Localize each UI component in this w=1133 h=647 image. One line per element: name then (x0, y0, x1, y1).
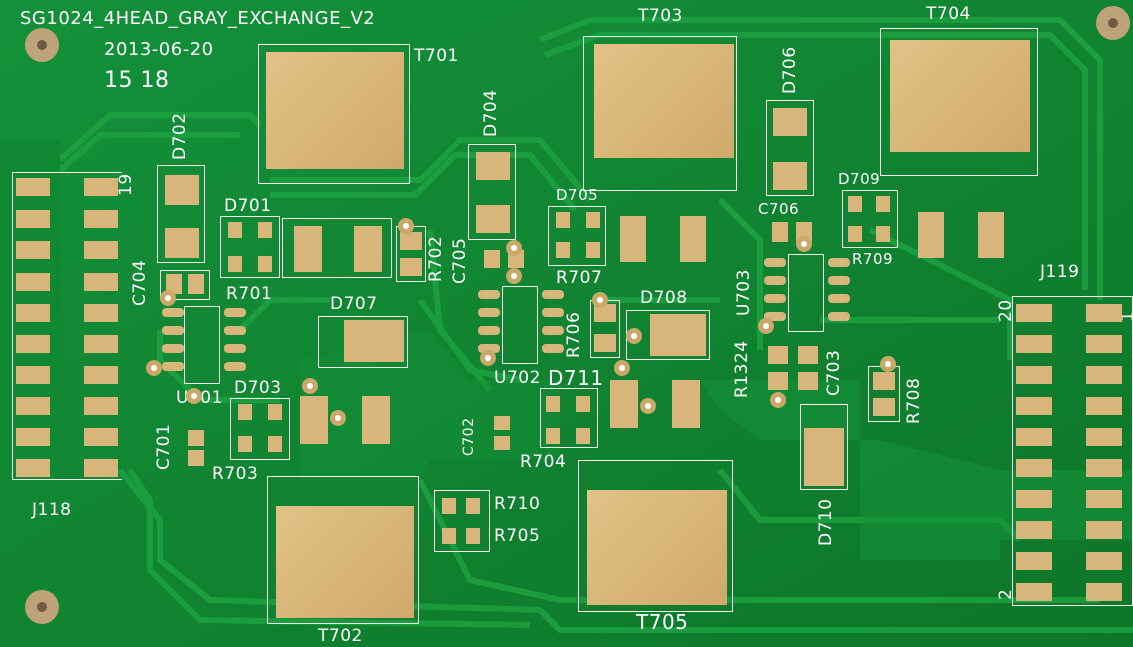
j118-pads (16, 178, 126, 478)
c704-label: C704 (130, 259, 150, 306)
t704-outline (880, 28, 1038, 176)
d709-outline (842, 190, 898, 248)
t701-outline (258, 44, 410, 184)
d702-label: D702 (170, 112, 190, 160)
r707-label: R707 (556, 268, 603, 288)
c703-label: C703 (824, 349, 844, 396)
r701-label: R701 (226, 284, 273, 304)
d703-outline (230, 398, 290, 460)
d711-outline (540, 388, 598, 448)
d702-pad-bottom (165, 228, 199, 258)
r708-label: R708 (904, 377, 924, 424)
r703-label: R703 (212, 464, 259, 484)
j118-outline (12, 172, 122, 480)
j119-pin20-label: 20 (996, 299, 1016, 322)
d708-label: D708 (640, 288, 688, 308)
j119-label: J119 (1040, 262, 1080, 282)
d710-label: D710 (816, 498, 836, 546)
board-date: 2013-06-20 (104, 39, 214, 60)
u703-outline (788, 254, 824, 332)
t703-outline (583, 36, 737, 191)
d706-pad-top (773, 108, 807, 136)
d702-outline (157, 165, 205, 263)
board-code: 15 18 (104, 68, 170, 93)
c706-label: C706 (758, 200, 800, 218)
d702-pad-top (165, 175, 199, 205)
d710-outline (800, 404, 848, 490)
r705-label: R705 (494, 526, 541, 546)
c701-label: C701 (154, 423, 174, 470)
t703-pad (594, 44, 734, 158)
c702-label: C702 (461, 417, 477, 457)
d704-outline (468, 144, 516, 240)
d709-label: D709 (838, 170, 881, 188)
r704-label: R704 (520, 452, 567, 472)
u702-label: U702 (494, 368, 541, 388)
u703-label: U703 (734, 269, 754, 316)
u701-outline (184, 306, 220, 384)
c705-label: C705 (450, 237, 470, 284)
t705-outline (578, 460, 733, 612)
d704-pad-top (476, 152, 510, 180)
d703-label: D703 (234, 378, 282, 398)
d706-label: D706 (780, 46, 800, 94)
t702-pad (276, 506, 414, 618)
board-title: SG1024_4HEAD_GRAY_EXCHANGE_V2 (20, 8, 376, 29)
r702-label: R702 (426, 235, 446, 282)
d704-label: D704 (481, 89, 501, 137)
j119-pads (1016, 304, 1133, 604)
r1324-label: R1324 (732, 340, 752, 398)
mounting-hole-bottom-left (25, 590, 59, 624)
d708-pad (650, 314, 706, 356)
j119-pin2-label: 2 (996, 588, 1016, 600)
d707-label: D707 (330, 294, 378, 314)
t705-label: T705 (636, 610, 689, 634)
t702-outline (267, 476, 419, 624)
mounting-hole-top-right (1096, 6, 1130, 40)
d706-pad-bottom (773, 162, 807, 190)
t701-label: T701 (414, 46, 459, 66)
d706-outline (766, 100, 814, 196)
t704-label: T704 (926, 4, 971, 24)
t701-pad (266, 52, 404, 169)
t703-label: T703 (638, 6, 683, 26)
d710-pad (804, 428, 844, 486)
d711-label: D711 (548, 366, 604, 390)
r710-label: R710 (494, 494, 541, 514)
u702-outline (502, 286, 538, 364)
t702-label: T702 (318, 626, 363, 646)
d704-pad-bottom (476, 205, 510, 233)
mounting-hole-top-left (25, 28, 59, 62)
d707-pad (344, 320, 404, 362)
d705-label: D705 (556, 186, 599, 204)
r709-label: R709 (852, 250, 894, 268)
t704-pad (890, 40, 1030, 152)
r706-label: R706 (564, 311, 584, 358)
d707-outline (318, 316, 408, 368)
t705-pad (587, 490, 727, 605)
d701-outline (220, 216, 280, 278)
d701-label: D701 (224, 196, 272, 216)
j118-label: J118 (32, 500, 72, 520)
d705-outline (548, 206, 606, 266)
